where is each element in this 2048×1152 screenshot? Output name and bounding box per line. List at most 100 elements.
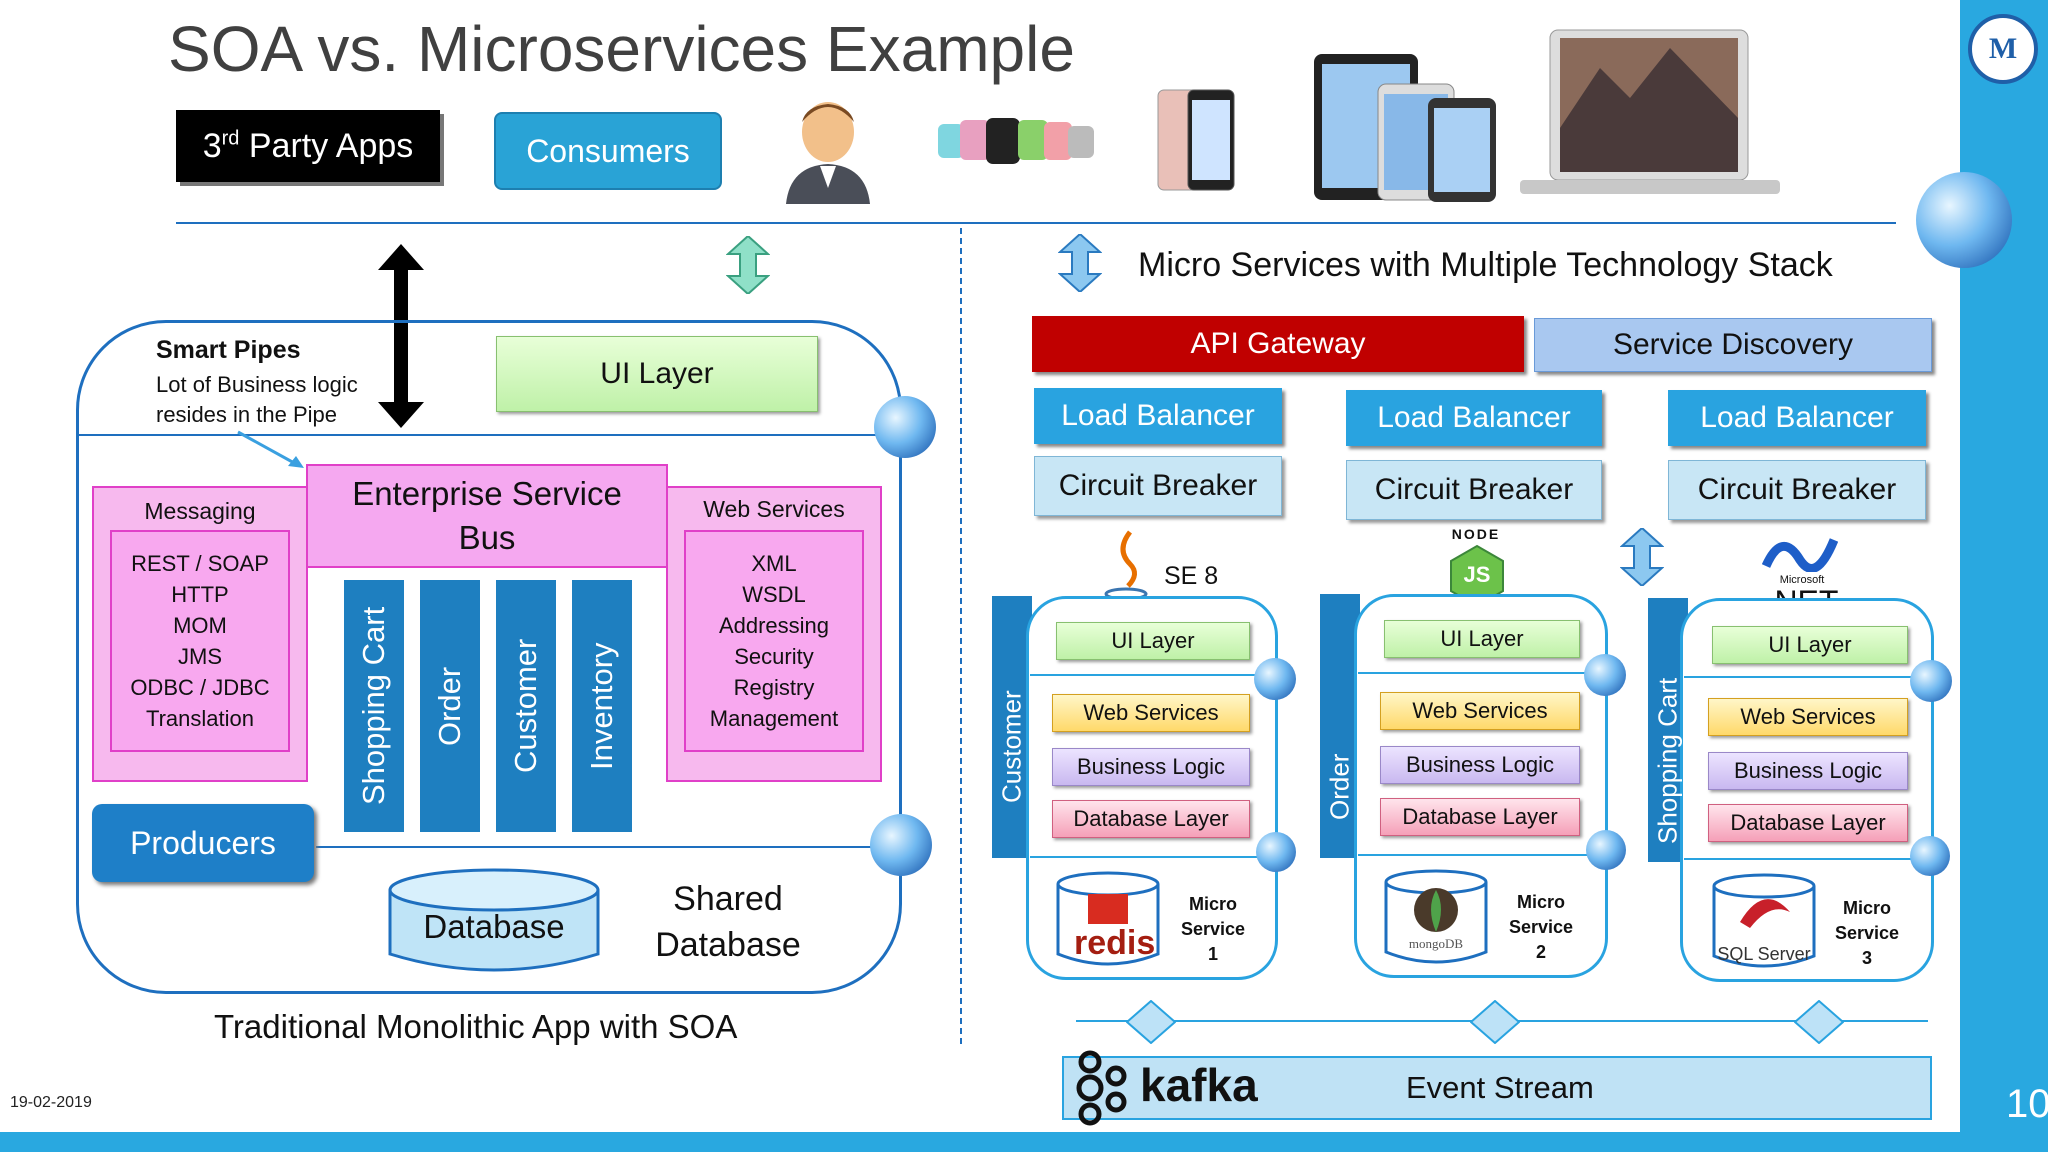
black-double-arrow-icon [378, 244, 424, 428]
third-party-apps-label: 3rd Party Apps [202, 126, 414, 165]
third-party-apps-box: 3rd Party Apps [176, 110, 440, 182]
connector-diamond-icon [1470, 1000, 1520, 1044]
messaging-item: JMS [178, 644, 222, 669]
tablets-icon [1314, 54, 1496, 202]
kafka-label: kafka [1140, 1059, 1258, 1111]
ms3-divider [1684, 676, 1932, 678]
top-divider-line [176, 222, 1896, 224]
smartwatches-icon [938, 118, 1094, 164]
ms3-db-logo-text: SQL Server [1717, 944, 1811, 964]
globe-icon [1586, 830, 1626, 870]
globe-icon [870, 814, 932, 876]
messaging-item: HTTP [171, 582, 229, 607]
person-icon [786, 102, 870, 204]
messaging-item: ODBC / JDBC [130, 675, 270, 700]
web-services-title: Web Services [703, 496, 845, 522]
kafka-logo-icon [1076, 1050, 1127, 1126]
ms3-label-num: 3 [1861, 948, 1872, 968]
soa-service-column: Shopping Cart [344, 580, 404, 832]
web-services-item: WSDL [742, 582, 806, 607]
circuit-breaker: Circuit Breaker [1034, 456, 1282, 516]
ms2-side-tab [1320, 594, 1360, 858]
database-cylinder-icon [388, 868, 600, 972]
ms1-business-logic: Business Logic [1052, 748, 1250, 786]
soa-service-column: Inventory [572, 580, 632, 832]
circuit-breaker: Circuit Breaker [1346, 460, 1602, 520]
ms1-label-line2: Service [1180, 919, 1246, 939]
ms3-business-logic: Business Logic [1708, 752, 1908, 790]
web-services-item: Management [709, 706, 839, 731]
globe-icon [1256, 832, 1296, 872]
smart-pipes-text-1: Lot of Business logic [156, 372, 358, 397]
laptop-icon [1520, 29, 1780, 194]
ms2-database-layer: Database Layer [1380, 798, 1580, 836]
soa-service-column: Customer [496, 580, 556, 832]
soa-db-divider-line [316, 846, 904, 848]
soa-caption: Traditional Monolithic App with SOA [214, 1008, 738, 1045]
globe-icon [1254, 658, 1296, 700]
smart-pipes-text-2: resides in the Pipe [156, 402, 337, 427]
ms3-label: Micro Service 3 [1822, 896, 1912, 971]
ms3-database-layer: Database Layer [1708, 804, 1908, 842]
circuit-breaker: Circuit Breaker [1668, 460, 1926, 520]
globe-icon [1910, 660, 1952, 702]
institution-logo-icon: M [1968, 14, 2038, 84]
ms2-label: Micro Service 2 [1496, 890, 1586, 965]
load-balancer: Load Balancer [1346, 390, 1602, 446]
blue-double-arrow-icon [1058, 234, 1102, 292]
smart-pipes-title: Smart Pipes [156, 336, 301, 364]
event-stream-label: Event Stream [1406, 1070, 1594, 1105]
ms1-ui-layer: UI Layer [1056, 622, 1250, 660]
mongodb-db-icon [1384, 869, 1488, 964]
esb-label-line1: Enterprise Service [352, 475, 622, 512]
messaging-item: REST / SOAP [131, 551, 269, 576]
green-double-arrow-icon [726, 236, 770, 294]
globe-icon [1916, 172, 2012, 268]
ms2-business-logic: Business Logic [1380, 746, 1580, 784]
ms2-label-line1: Micro [1516, 892, 1565, 912]
blue-double-arrow-icon [1620, 528, 1664, 586]
ms1-label-line1: Micro [1188, 894, 1237, 914]
java-version-label: SE 8 [1164, 562, 1219, 590]
consumers-box: Consumers [494, 112, 722, 190]
messaging-item: Translation [145, 706, 254, 731]
ms1-label: Micro Service 1 [1168, 892, 1258, 967]
center-divider-line [960, 228, 962, 1044]
slide-title: SOA vs. Microservices Example [168, 13, 1075, 85]
ms2-db-logo-text: mongoDB [1408, 936, 1464, 951]
ms2-label-num: 2 [1535, 942, 1546, 962]
ms2-divider [1358, 672, 1606, 674]
redis-db-icon [1056, 871, 1160, 966]
ms1-divider [1030, 856, 1276, 858]
nodejs-js-label: JS [1463, 562, 1491, 587]
slide-date: 19-02-2019 [10, 1094, 92, 1111]
smartphones-icon [1157, 89, 1235, 191]
load-balancer: Load Balancer [1668, 390, 1926, 446]
page-number: 10 [2006, 1082, 2048, 1126]
api-gateway: API Gateway [1032, 316, 1524, 372]
ms1-label-num: 1 [1207, 944, 1218, 964]
soa-container [76, 320, 902, 994]
enterprise-service-bus: Enterprise Service Bus [306, 464, 668, 568]
esb-label-line2: Bus [458, 519, 516, 556]
web-services-item: Security [734, 644, 814, 669]
ms3-label-line2: Service [1834, 923, 1900, 943]
ms1-db-logo-text: redis [1074, 924, 1156, 962]
service-discovery: Service Discovery [1534, 318, 1932, 372]
database-label: Database [423, 908, 565, 945]
web-services-item: XML [751, 551, 797, 576]
ms3-label-line1: Micro [1842, 898, 1891, 918]
ms3-ui-layer: UI Layer [1712, 626, 1908, 664]
messaging-title: Messaging [144, 498, 256, 524]
event-stream-bar [1062, 1056, 1932, 1120]
ms3-divider [1684, 858, 1932, 860]
bottom-bar [0, 1132, 2048, 1152]
web-services-list: XML WSDL Addressing Security Registry Ma… [684, 530, 864, 752]
web-services-item: Addressing [718, 613, 830, 638]
ms1-web-services: Web Services [1052, 694, 1250, 732]
ms1-divider [1030, 674, 1276, 676]
globe-icon [1910, 836, 1950, 876]
ms1-database-layer: Database Layer [1052, 800, 1250, 838]
shared-database-line1: Shared [673, 880, 783, 918]
connector-diamond-icon [1126, 1000, 1176, 1044]
